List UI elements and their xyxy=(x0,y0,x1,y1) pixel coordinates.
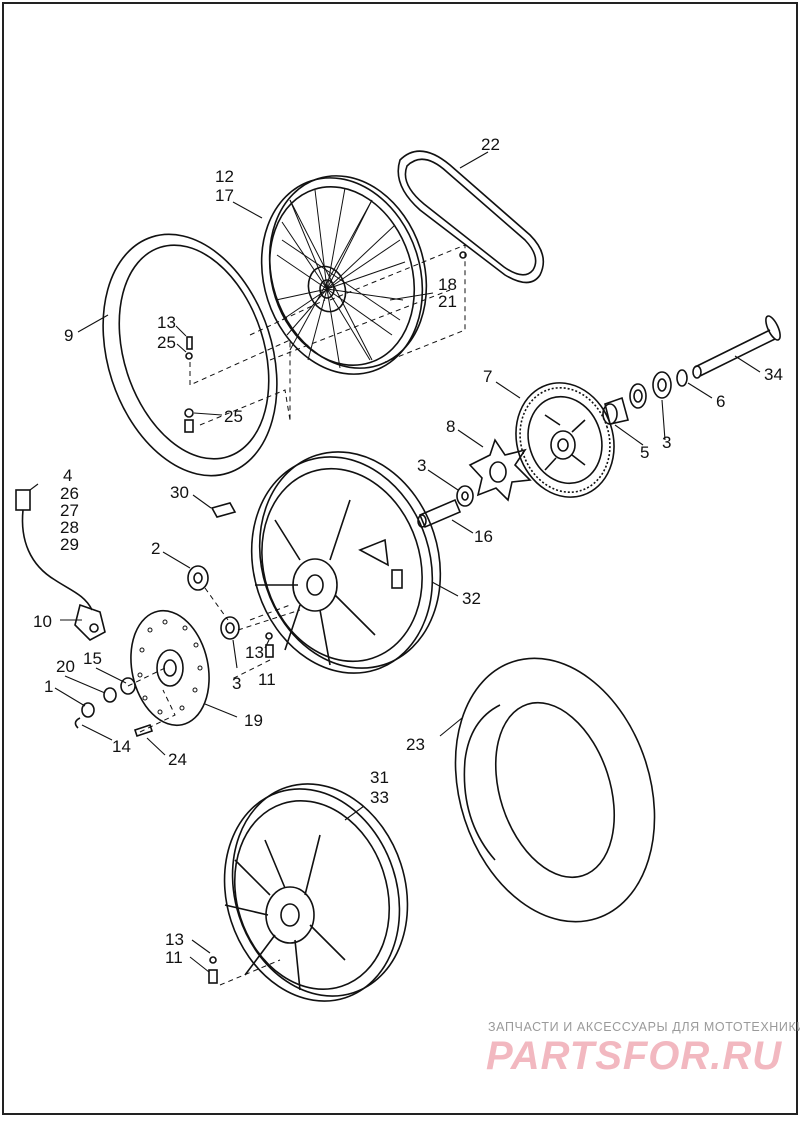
rim-strip xyxy=(102,233,278,477)
leader-lines xyxy=(29,151,761,973)
callout-12: 12 xyxy=(215,167,234,186)
bearing-spacer xyxy=(417,485,474,529)
rotor-hardware xyxy=(74,677,154,738)
callout-30: 30 xyxy=(170,483,189,502)
callout-11-rear: 11 xyxy=(258,670,276,689)
valve-stem-rear xyxy=(265,632,274,658)
callout-8: 8 xyxy=(446,417,455,436)
callout-13-alt: 13 xyxy=(165,930,184,949)
cush-drive-isolator xyxy=(468,438,532,502)
cast-wheel-rear xyxy=(250,451,442,674)
callout-26: 26 xyxy=(60,484,79,503)
valve-stem-alt xyxy=(208,956,218,984)
callout-13-top: 13 xyxy=(157,313,176,332)
callout-18: 18 xyxy=(438,275,457,294)
block-part xyxy=(210,502,237,518)
callout-22: 22 xyxy=(481,135,500,154)
callout-9: 9 xyxy=(64,326,73,345)
callout-28: 28 xyxy=(60,518,79,537)
drive-belt xyxy=(397,150,545,284)
callout-3-rear: 3 xyxy=(232,674,241,693)
callout-17: 17 xyxy=(215,186,234,205)
callout-25-top: 25 xyxy=(157,333,176,352)
callout-25-bottom: 25 xyxy=(224,407,243,426)
callout-5: 5 xyxy=(640,443,649,462)
cast-wheel-alternate xyxy=(223,783,409,1002)
callout-15: 15 xyxy=(83,649,102,668)
callout-27: 27 xyxy=(60,501,79,520)
callout-2: 2 xyxy=(151,539,160,558)
callout-1: 1 xyxy=(44,677,53,696)
callout-11-alt: 11 xyxy=(165,948,183,967)
valve-parts xyxy=(184,336,194,433)
callout-16: 16 xyxy=(474,527,493,546)
callout-21: 21 xyxy=(438,292,457,311)
callout-10: 10 xyxy=(33,612,52,631)
callout-3-sprocket: 3 xyxy=(662,433,671,452)
callout-7: 7 xyxy=(483,367,492,386)
brake-rotor xyxy=(130,609,210,727)
assembly-lines xyxy=(127,244,466,986)
callout-20: 20 xyxy=(56,657,75,676)
axle-spacers xyxy=(602,369,688,425)
callout-4: 4 xyxy=(63,466,72,485)
spoked-wheel xyxy=(260,175,428,375)
speed-sensor xyxy=(15,489,106,641)
bearing-3-left xyxy=(220,616,240,640)
callout-23: 23 xyxy=(406,735,425,754)
callout-34: 34 xyxy=(764,365,783,384)
callout-29: 29 xyxy=(60,535,79,554)
callout-33: 33 xyxy=(370,788,389,807)
bearing-2 xyxy=(187,565,209,591)
callout-6: 6 xyxy=(716,392,725,411)
callout-31: 31 xyxy=(370,768,389,787)
callout-19: 19 xyxy=(244,711,263,730)
callout-13-rear: 13 xyxy=(245,643,264,662)
rear-tire xyxy=(454,657,656,923)
watermark-logo: PARTSFOR.RU xyxy=(486,1034,783,1078)
watermark-tagline: ЗАПЧАСТИ И АКСЕССУАРЫ ДЛЯ МОТОТЕХНИКИ xyxy=(488,1020,800,1034)
callout-32: 32 xyxy=(462,589,481,608)
callout-14: 14 xyxy=(112,737,131,756)
rear-sprocket xyxy=(515,382,615,498)
callout-3-isolator: 3 xyxy=(417,456,426,475)
callout-24: 24 xyxy=(168,750,187,769)
